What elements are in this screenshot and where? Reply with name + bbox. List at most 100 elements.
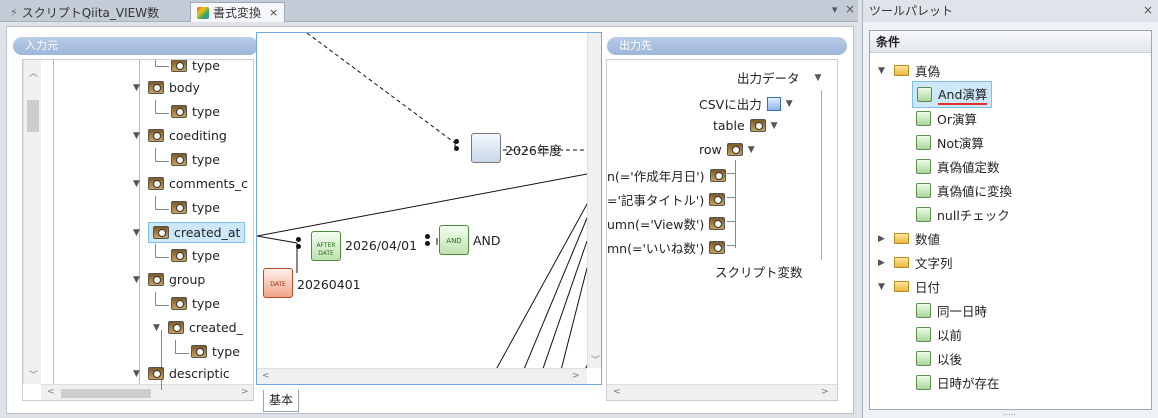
palette-item-null-check[interactable]: nullチェック (916, 205, 1010, 224)
bool-const-icon (916, 159, 931, 174)
output-node-table[interactable]: table▼ (713, 118, 781, 133)
dropdown-icon[interactable]: ▾ (832, 3, 838, 16)
collapse-icon[interactable]: ▼ (133, 274, 140, 285)
palette-folder-number[interactable]: ▶数値 (878, 232, 941, 247)
tree-node-type[interactable]: type (171, 248, 220, 263)
expand-icon[interactable]: ▶ (878, 233, 885, 244)
output-tree: 出力データ▼ CSVに出力▼ table▼ row▼ n(='作成年月日') =… (606, 59, 838, 401)
palette-title: ツールパレット (863, 0, 1158, 22)
date-constant-label: 20260401 (297, 277, 361, 292)
tree-node-body[interactable]: ▼body (133, 80, 200, 95)
object-icon (148, 367, 164, 380)
collapse-icon[interactable]: ▼ (133, 368, 140, 379)
output-column-likes[interactable]: mn(='いいね数') (607, 238, 726, 257)
scroll-left-icon[interactable]: < (47, 387, 55, 397)
collapse-icon[interactable]: ▼ (153, 322, 160, 333)
year-node-icon[interactable] (471, 133, 501, 163)
folder-icon (894, 65, 909, 76)
scroll-down-icon[interactable]: ﹀ (29, 371, 39, 381)
hscroll-thumb[interactable] (61, 389, 151, 398)
folder-icon (894, 281, 909, 292)
object-icon (148, 129, 164, 142)
tree-node-type[interactable]: type (171, 152, 220, 167)
palette-list: 条件 ▼真偽 And演算 Or演算 Not演算 真偽値定数 真偽値に変換 nul… (869, 30, 1152, 410)
palette-item-to-bool[interactable]: 真偽値に変換 (916, 181, 1012, 200)
tree-node-created-at[interactable]: ▼ created_at (133, 222, 246, 243)
input-vertical-scrollbar[interactable]: ︿ ﹀ (23, 60, 41, 384)
palette-item-after[interactable]: 以後 (916, 349, 962, 368)
scroll-left-icon[interactable]: < (613, 387, 621, 397)
object-icon (171, 153, 187, 166)
tab-basic[interactable]: 基本 (263, 390, 299, 412)
collapse-icon[interactable]: ▼ (133, 82, 140, 93)
object-icon (749, 119, 766, 132)
object-icon (171, 201, 187, 214)
selected-node[interactable]: created_at (148, 222, 246, 243)
tree-node-group[interactable]: ▼group (133, 272, 206, 287)
tree-node-type[interactable]: type (171, 60, 220, 73)
mapping-lines (257, 33, 601, 384)
collapse-icon[interactable]: ▼ (133, 178, 140, 189)
palette-item-bool-const[interactable]: 真偽値定数 (916, 157, 1000, 176)
output-node-data[interactable]: 出力データ▼ (737, 68, 825, 87)
collapse-icon[interactable]: ▼ (878, 281, 885, 292)
palette-item-before[interactable]: 以前 (916, 325, 962, 344)
tree-node-type[interactable]: type (171, 296, 220, 311)
format-icon (197, 6, 209, 19)
tree-node-type[interactable]: type (171, 104, 220, 119)
mapping-canvas[interactable]: 2026年度 AFTER DATE 2026/04/01 AND AND DAT… (256, 32, 602, 385)
palette-item-not[interactable]: Not演算 (916, 133, 984, 152)
scroll-up-icon[interactable]: ︿ (29, 69, 39, 79)
scroll-right-icon[interactable]: > (821, 387, 829, 397)
scroll-right-icon[interactable]: > (572, 371, 580, 381)
tree-node-type[interactable]: type (171, 200, 220, 215)
expand-icon[interactable]: ▼ (770, 120, 778, 131)
collapse-icon[interactable]: ▼ (133, 130, 140, 141)
tab-format-convert[interactable]: 書式変換 × (190, 2, 286, 22)
palette-folder-string[interactable]: ▶文字列 (878, 256, 953, 271)
resize-grip[interactable]: ..... (1003, 408, 1016, 417)
expand-icon[interactable]: ▶ (878, 257, 885, 268)
and-node-icon[interactable]: AND (439, 225, 469, 255)
output-node-csv[interactable]: CSVに出力▼ (699, 94, 796, 113)
tree-node-description[interactable]: ▼descriptic (133, 366, 230, 381)
tab-script-label: スクリプトQiita_VIEW数 (21, 5, 160, 20)
scroll-right-icon[interactable]: > (241, 387, 249, 397)
collapse-icon[interactable]: ▼ (133, 227, 140, 238)
canvas-vertical-scrollbar[interactable]: ﹀ (587, 33, 601, 368)
canvas-horizontal-scrollbar[interactable]: < > (257, 368, 587, 384)
expand-icon[interactable]: ▼ (747, 144, 755, 155)
input-horizontal-scrollbar[interactable]: < > (41, 384, 253, 400)
date-constant-icon[interactable]: DATE (263, 268, 293, 298)
close-palette-icon[interactable]: × (1143, 3, 1154, 17)
palette-item-or[interactable]: Or演算 (916, 109, 977, 128)
palette-folder-date[interactable]: ▼日付 (878, 280, 941, 295)
object-icon (153, 226, 169, 239)
output-column-date[interactable]: n(='作成年月日') (607, 166, 726, 185)
tree-node-coediting[interactable]: ▼coediting (133, 128, 227, 143)
close-editor-icon[interactable]: × (845, 2, 856, 16)
tree-node-type[interactable]: type (191, 344, 240, 359)
output-column-views[interactable]: umn(='View数') (607, 214, 726, 233)
expand-icon[interactable]: ▼ (814, 72, 822, 83)
palette-item-same-datetime[interactable]: 同一日時 (916, 301, 987, 320)
expand-icon[interactable]: ▼ (785, 98, 793, 109)
object-icon (148, 81, 164, 94)
scroll-down-icon[interactable]: ﹀ (591, 356, 601, 366)
output-horizontal-scrollbar[interactable]: < > (607, 384, 837, 400)
palette-item-datetime-exists[interactable]: 日時が存在 (916, 373, 1000, 392)
collapse-icon[interactable]: ▼ (878, 65, 885, 76)
output-script-variables[interactable]: スクリプト変数 (715, 265, 803, 280)
object-icon (709, 169, 726, 182)
tree-node-comments[interactable]: ▼comments_c (133, 176, 249, 191)
tab-script[interactable]: ⚡ スクリプトQiita_VIEW数 (4, 2, 165, 22)
tree-node-created[interactable]: ▼created_ (153, 320, 243, 335)
palette-item-and[interactable]: And演算 (912, 81, 993, 108)
output-column-title[interactable]: ='記事タイトル') (607, 190, 726, 209)
close-tab-icon[interactable]: × (269, 6, 279, 19)
palette-folder-boolean[interactable]: ▼真偽 (878, 64, 941, 79)
scroll-left-icon[interactable]: < (262, 371, 270, 381)
after-date-node-icon[interactable]: AFTER DATE (311, 231, 341, 261)
scroll-thumb[interactable] (27, 100, 39, 132)
output-node-row[interactable]: row▼ (699, 142, 758, 157)
